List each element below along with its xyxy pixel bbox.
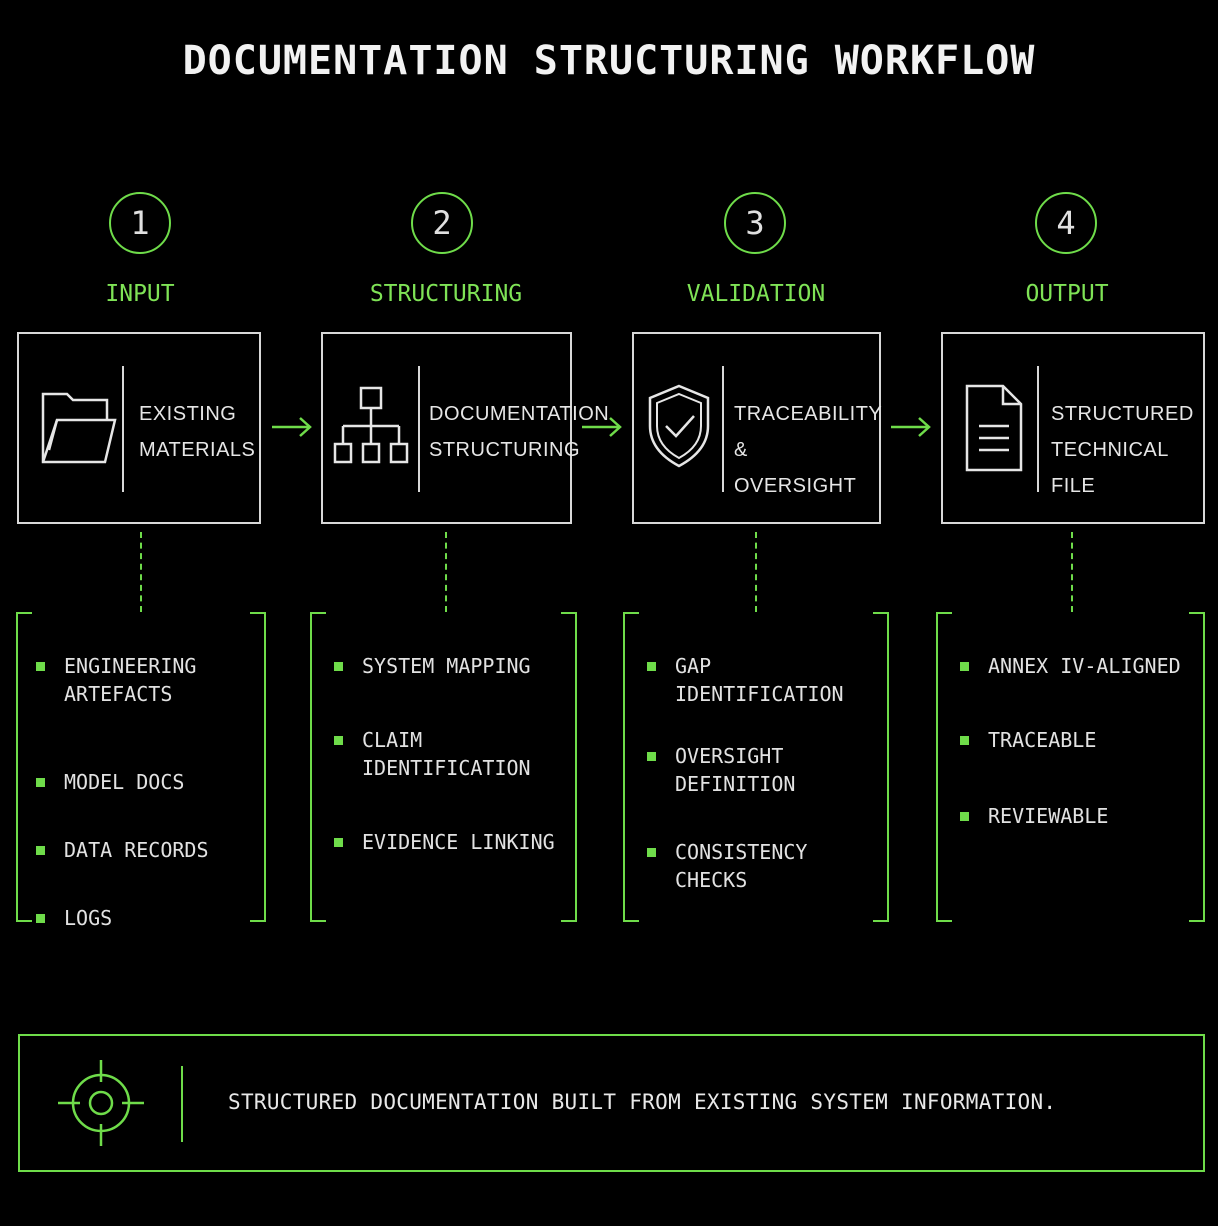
folder-icon [41,392,117,464]
box-divider [418,366,420,492]
stage-label-output: OUTPUT [1025,281,1109,307]
step-number-badge: 1 [109,192,171,254]
stage-label-structuring: STRUCTURING [369,281,523,307]
step-number-badge: 3 [724,192,786,254]
connector-dashed [1071,532,1073,612]
details-bracket-validation: GAP IDENTIFICATION OVERSIGHT DEFINITION … [623,612,889,922]
details-bracket-structuring: SYSTEM MAPPING CLAIM IDENTIFICATION EVID… [310,612,577,922]
arrow-right-icon [272,417,312,437]
target-icon [58,1060,144,1146]
details-bracket-input: ENGINEERING ARTEFACTS MODEL DOCS DATA RE… [16,612,266,930]
step-number-badge: 4 [1035,192,1097,254]
connector-dashed [445,532,447,612]
footer-text: STRUCTURED DOCUMENTATION BUILT FROM EXIS… [228,1090,1057,1114]
details-bracket-output: ANNEX IV-ALIGNED TRACEABLE REVIEWABLE [936,612,1205,922]
document-icon [965,384,1023,472]
connector-dashed [140,532,142,612]
stage-label-input: INPUT [105,281,175,307]
connector-dashed [755,532,757,612]
arrow-right-icon [582,417,622,437]
footer-banner: STRUCTURED DOCUMENTATION BUILT FROM EXIS… [18,1034,1205,1172]
footer-divider [181,1066,183,1142]
box-divider [722,366,724,492]
box-divider [122,366,124,492]
stage-label-validation: VALIDATION [686,281,826,307]
box-label: TRACEABILITY &OVERSIGHT [734,403,882,497]
hierarchy-icon [333,386,409,464]
step-number-badge: 2 [411,192,473,254]
page-title: DOCUMENTATION STRUCTURING WORKFLOW [182,38,1036,84]
stage-box-validation: TRACEABILITY &OVERSIGHT [632,332,881,524]
arrow-right-icon [891,417,931,437]
shield-check-icon [648,384,710,468]
box-divider [1037,366,1039,492]
